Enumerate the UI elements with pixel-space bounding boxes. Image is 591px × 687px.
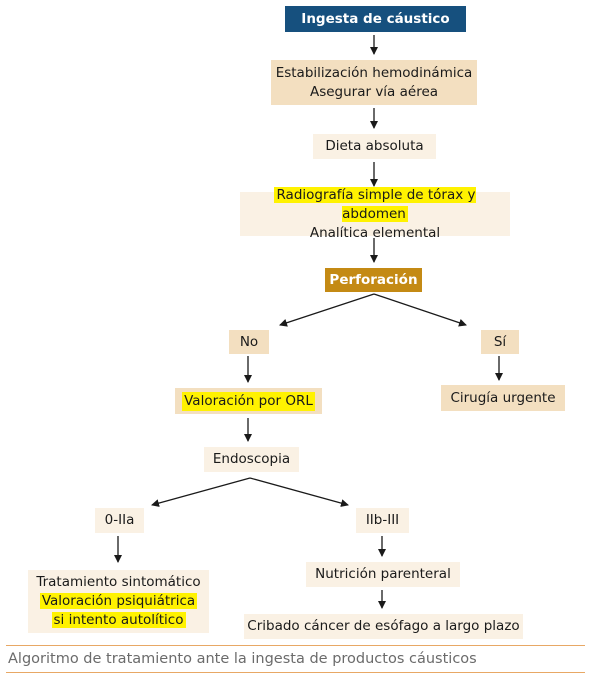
endoscopy-label: Endoscopia xyxy=(212,451,291,467)
perforation-label: Perforación xyxy=(329,271,418,288)
orl-node: Valoración por ORL xyxy=(175,388,322,414)
treatment-line-2: Valoración psiquiátrica xyxy=(39,593,198,609)
start-node-label: Ingesta de cáustico xyxy=(301,10,450,27)
no-branch-label: No xyxy=(239,333,259,350)
figure-caption: Algoritmo de tratamiento ante la ingesta… xyxy=(8,651,477,667)
cancer-screening-node: Cribado cáncer de esófago a largo plazo xyxy=(244,614,523,639)
orl-label: Valoración por ORL xyxy=(182,391,315,411)
arrow-perforation-to-no xyxy=(279,293,375,327)
caption-bottom-rule xyxy=(6,672,585,673)
caption-top-rule xyxy=(6,645,585,646)
radiography-line-2: Analítica elemental xyxy=(309,224,441,241)
grade-high-label: IIb-III xyxy=(365,512,400,528)
arrow-endoscopy-to-high-grade xyxy=(249,477,349,507)
stabilization-line-1: Estabilización hemodinámica xyxy=(275,64,473,81)
treatment-line-3: si intento autolítico xyxy=(51,612,186,628)
grade-low-label: 0-IIa xyxy=(104,512,135,528)
perforation-decision-node: Perforación xyxy=(325,268,422,292)
symptomatic-treatment-node: Tratamiento sintomático Valoración psiqu… xyxy=(28,570,209,633)
stabilization-line-2: Asegurar vía aérea xyxy=(309,83,439,100)
urgent-surgery-node: Cirugía urgente xyxy=(441,385,565,411)
diet-node-label: Dieta absoluta xyxy=(325,138,424,154)
start-node: Ingesta de cáustico xyxy=(285,6,466,32)
grade-high-node: IIb-III xyxy=(356,508,409,533)
arrow-perforation-to-yes xyxy=(373,293,467,327)
radiography-line-1: Radiografía simple de tórax y abdomen xyxy=(274,186,476,222)
no-branch-node: No xyxy=(229,330,269,354)
urgent-surgery-label: Cirugía urgente xyxy=(450,389,556,406)
grade-low-node: 0-IIa xyxy=(95,508,144,533)
stabilization-node: Estabilización hemodinámica Asegurar vía… xyxy=(271,60,477,105)
treatment-line-1: Tratamiento sintomático xyxy=(36,574,201,590)
endoscopy-node: Endoscopia xyxy=(204,447,299,472)
parenteral-nutrition-node: Nutrición parenteral xyxy=(306,562,460,587)
arrow-endoscopy-to-low-grade xyxy=(151,477,251,507)
cancer-screening-label: Cribado cáncer de esófago a largo plazo xyxy=(247,618,520,634)
radiography-node: Radiografía simple de tórax y abdomen An… xyxy=(240,186,510,241)
parenteral-nutrition-label: Nutrición parenteral xyxy=(315,566,451,582)
yes-branch-node: Sí xyxy=(481,330,519,354)
diet-node: Dieta absoluta xyxy=(313,134,436,159)
yes-branch-label: Sí xyxy=(493,333,507,350)
